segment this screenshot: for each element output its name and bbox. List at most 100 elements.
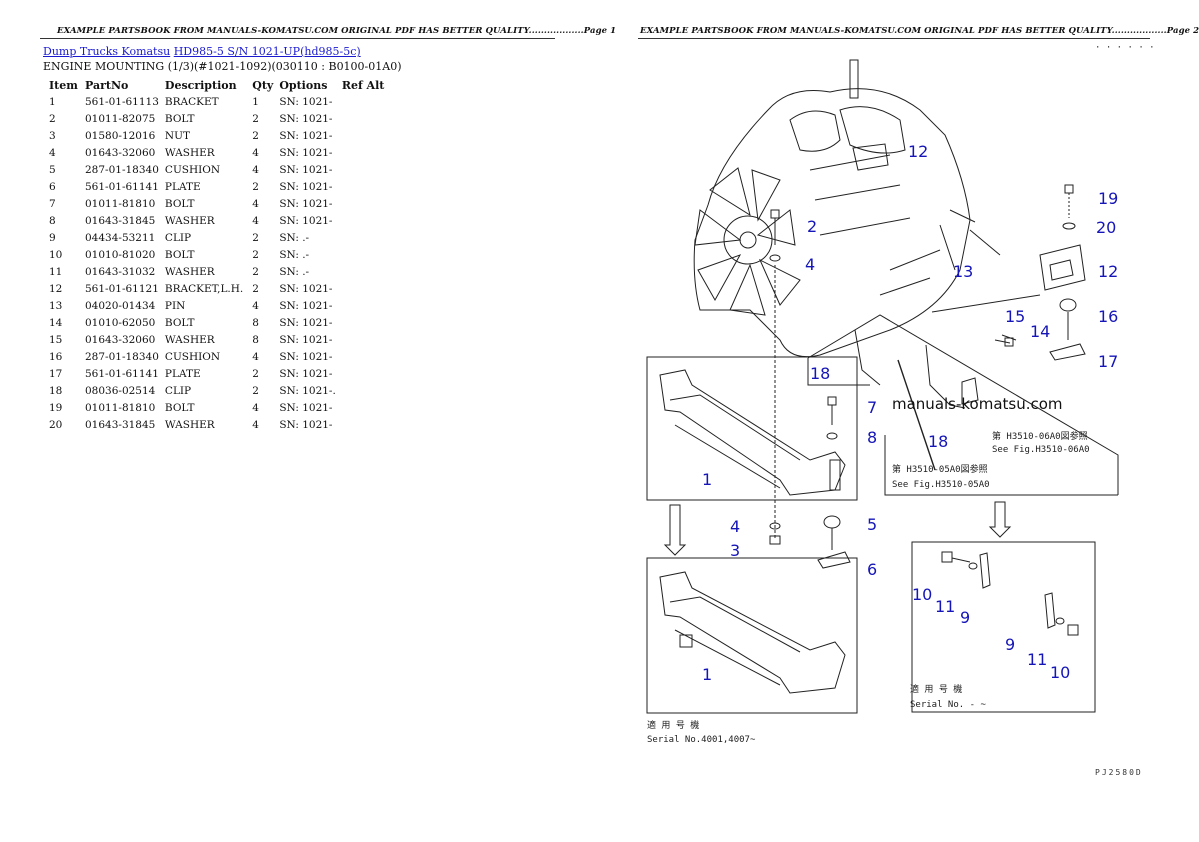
cell-item: 8 (49, 214, 56, 227)
cell-options: SN: .- (279, 248, 310, 261)
cell-qty: 4 (252, 214, 259, 227)
cell-refalt (339, 229, 388, 246)
breadcrumb-link-model[interactable]: HD985-5 S/N 1021-UP(hd985-5c) (173, 45, 361, 58)
front-bracket-box-top (646, 356, 858, 501)
cell-description: BOLT (164, 401, 195, 414)
callout-12-top: 12 (908, 142, 928, 161)
cell-options: SN: 1021- (279, 95, 333, 108)
cell-description: BOLT (164, 316, 195, 329)
cell-partno: 01643-32060 (85, 146, 156, 159)
cell-description: WASHER (164, 265, 215, 278)
cell-qty: 4 (252, 146, 259, 159)
cell-options: SN: 1021- (279, 129, 333, 142)
cell-options: SN: 1021- (279, 197, 333, 210)
callout-5: 5 (867, 515, 877, 534)
left-header-rule (40, 38, 555, 39)
page-title: ENGINE MOUNTING (1/3)(#1021-1092)(030110… (43, 60, 402, 73)
cell-options: SN: 1021- (279, 214, 333, 227)
cell-options: SN: 1021- (279, 146, 333, 159)
cell-partno: 01011-81810 (85, 197, 156, 210)
callout-7: 7 (867, 398, 877, 417)
cell-qty: 2 (252, 265, 259, 278)
ref-note-jp-2: 第 H3510-05A0図参照 (892, 463, 988, 475)
cell-options: SN: 1021- (279, 401, 333, 414)
cell-item: 12 (49, 282, 63, 295)
rear-mount-hardware (769, 396, 851, 569)
cell-options: SN: .- (279, 231, 310, 244)
right-page-header: EXAMPLE PARTSBOOK FROM MANUALS-KOMATSU.C… (640, 26, 1199, 36)
cell-options: SN: .- (279, 265, 310, 278)
cell-qty: 2 (252, 248, 259, 261)
cell-refalt (339, 314, 388, 331)
cell-partno: 04434-53211 (85, 231, 156, 244)
cell-refalt (339, 399, 388, 416)
cell-refalt (339, 331, 388, 348)
cell-options: SN: 1021- (279, 367, 333, 380)
cell-qty: 2 (252, 367, 259, 380)
cell-item: 4 (49, 146, 56, 159)
cell-options: SN: 1021- (279, 299, 333, 312)
cell-partno: 01643-31032 (85, 265, 156, 278)
cell-refalt (339, 93, 388, 110)
cell-item: 3 (49, 129, 56, 142)
callout-18-lower: 18 (928, 432, 948, 451)
col-header-item: Item (49, 78, 78, 92)
callout-20: 20 (1096, 218, 1116, 237)
col-header-description: Description (164, 78, 237, 92)
cell-item: 1 (49, 95, 56, 108)
cell-description: CLIP (164, 231, 192, 244)
serial-label-jp-2: 適 用 号 機 (910, 683, 962, 695)
right-mount-assembly (931, 184, 1086, 361)
cell-qty: 2 (252, 384, 259, 397)
breadcrumb: Dump Trucks Komatsu HD985-5 S/N 1021-UP(… (43, 45, 361, 58)
cell-refalt (339, 416, 388, 433)
col-header-options: Options (279, 78, 328, 92)
cell-item: 15 (49, 333, 63, 346)
cell-qty: 2 (252, 282, 259, 295)
callout-1-bottom: 1 (702, 665, 712, 684)
cell-options: SN: 1021-. (279, 384, 336, 397)
cell-description: PIN (164, 299, 186, 312)
figure-code: PJ2580D (1095, 768, 1143, 777)
cell-item: 7 (49, 197, 56, 210)
breadcrumb-link-category[interactable]: Dump Trucks Komatsu (43, 45, 171, 58)
cell-options: SN: 1021- (279, 350, 333, 363)
cell-options: SN: 1021- (279, 163, 333, 176)
cell-refalt (339, 263, 388, 280)
cell-partno: 561-01-61141 (85, 180, 159, 193)
cell-partno: 01643-31845 (85, 214, 156, 227)
left-page-header: EXAMPLE PARTSBOOK FROM MANUALS-KOMATSU.C… (57, 26, 617, 36)
cell-description: CLIP (164, 384, 192, 397)
callout-10-left: 10 (912, 585, 932, 604)
cell-item: 2 (49, 112, 56, 125)
bolt-2-washer-4 (769, 209, 781, 540)
cell-item: 17 (49, 367, 63, 380)
cell-description: CUSHION (164, 163, 221, 176)
watermark: manuals-komatsu.com (892, 395, 1063, 413)
front-bracket-box-bottom (646, 557, 858, 714)
cell-refalt (339, 365, 388, 382)
cell-description: BOLT (164, 112, 195, 125)
cell-partno: 287-01-18340 (85, 350, 159, 363)
callout-19: 19 (1098, 189, 1118, 208)
cell-item: 6 (49, 180, 56, 193)
cell-description: BOLT (164, 197, 195, 210)
col-header-qty: Qty (252, 78, 274, 92)
cell-partno: 01011-82075 (85, 112, 156, 125)
cell-refalt (339, 297, 388, 314)
cell-qty: 4 (252, 401, 259, 414)
cell-qty: 8 (252, 316, 259, 329)
clip-detail-box-bottom (911, 541, 1096, 713)
cell-qty: 4 (252, 350, 259, 363)
serial-label-jp-1: 適 用 号 機 (647, 719, 699, 731)
cell-qty: 2 (252, 231, 259, 244)
callout-8: 8 (867, 428, 877, 447)
cell-item: 5 (49, 163, 56, 176)
